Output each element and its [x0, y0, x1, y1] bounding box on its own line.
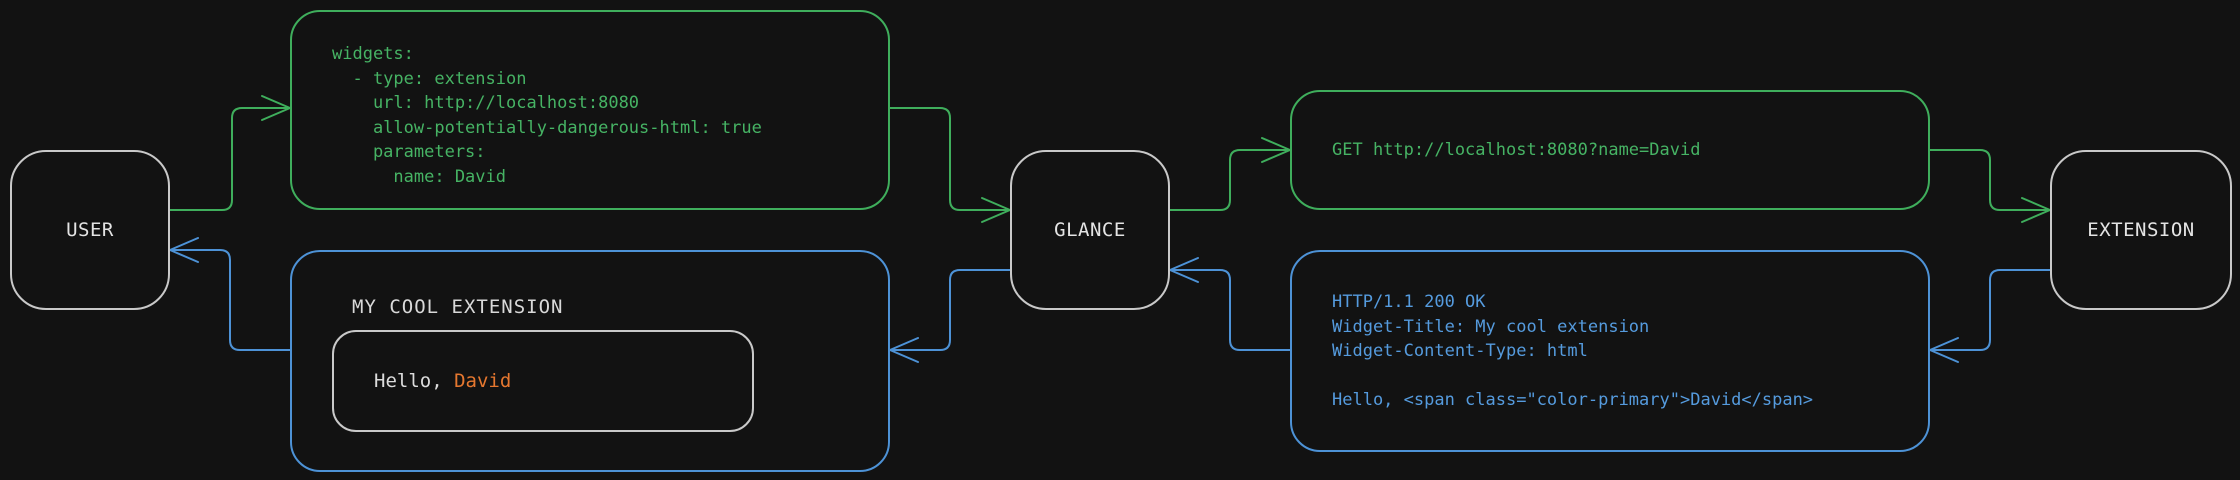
arrowhead-right-icon: [261, 95, 291, 121]
edge-glance-to-widget: [889, 269, 1011, 363]
arrowhead-left-icon: [1169, 257, 1199, 283]
edge-widget-to-user: [169, 237, 291, 351]
config-line: - type: extension: [332, 68, 527, 89]
config-line: url: http://localhost:8080: [332, 93, 640, 113]
arrowhead-right-icon: [2021, 197, 2051, 223]
widget-content-box: Hello, David: [332, 330, 754, 432]
response-line: Widget-Content-Type: html: [1332, 341, 1588, 361]
response-line: HTTP/1.1 200 OK: [1332, 292, 1486, 312]
config-line: widgets:: [332, 44, 414, 64]
arrowhead-right-icon: [981, 197, 1011, 223]
request-line: GET http://localhost:8080?name=David: [1332, 139, 1701, 160]
edge-config-to-glance: [889, 107, 1011, 223]
edge-response-to-glance: [1169, 257, 1291, 351]
http-response-box: HTTP/1.1 200 OK Widget-Title: My cool ex…: [1290, 250, 1930, 452]
node-user-label: USER: [66, 219, 114, 241]
node-glance: GLANCE: [1010, 150, 1170, 310]
widget-title: MY COOL EXTENSION: [352, 296, 564, 318]
response-line: Hello, <span class="color-primary">David…: [1332, 390, 1814, 410]
greeting-text: Hello,: [374, 370, 455, 392]
config-line: name: David: [332, 166, 506, 187]
node-user: USER: [10, 150, 170, 310]
arrowhead-right-icon: [1261, 137, 1291, 163]
node-glance-label: GLANCE: [1054, 219, 1126, 241]
config-yaml-box: widgets: - type: extension url: http://l…: [290, 10, 890, 210]
config-line: allow-potentially-dangerous-html: true: [332, 117, 762, 138]
arrowhead-left-icon: [1929, 337, 1959, 363]
edge-glance-to-request: [1169, 137, 1291, 211]
arrowhead-left-icon: [889, 337, 919, 363]
edge-extension-to-response: [1929, 269, 2051, 363]
http-request-box: GET http://localhost:8080?name=David: [1290, 90, 1930, 210]
greeting-name: David: [454, 370, 512, 392]
response-line: [1332, 364, 1928, 389]
node-extension: EXTENSION: [2050, 150, 2232, 310]
edge-user-to-config: [169, 95, 291, 211]
response-line: Widget-Title: My cool extension: [1332, 316, 1650, 337]
edge-request-to-extension: [1929, 149, 2051, 223]
config-line: parameters:: [332, 142, 486, 162]
rendered-widget-box: MY COOL EXTENSION Hello, David: [290, 250, 890, 472]
arrowhead-left-icon: [169, 237, 199, 263]
node-extension-label: EXTENSION: [2087, 219, 2195, 241]
